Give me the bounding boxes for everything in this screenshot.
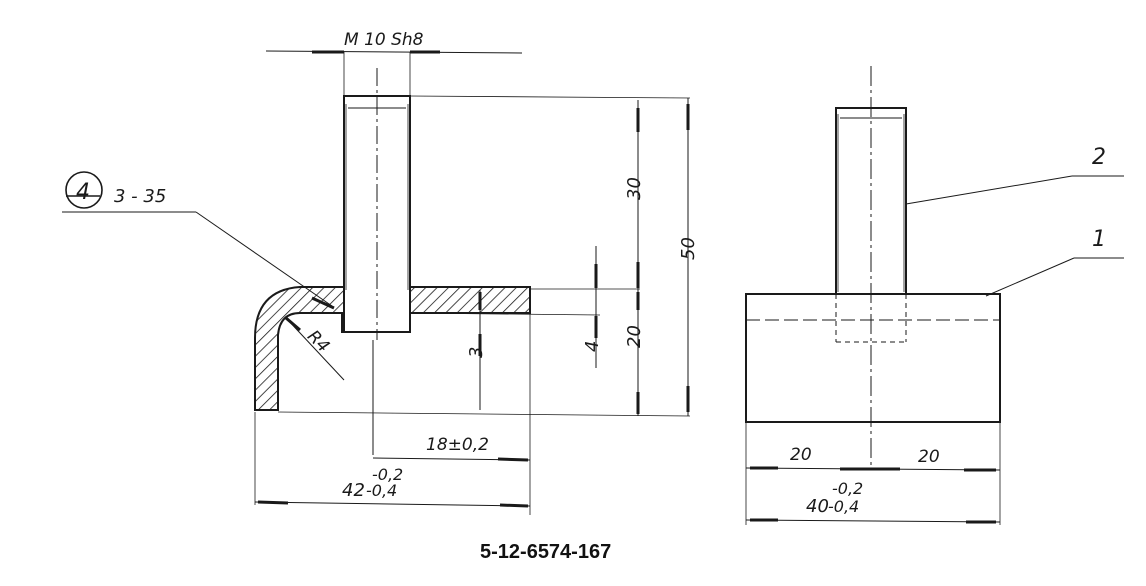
dim-stud-offset: 18±0,2 bbox=[426, 435, 489, 455]
dim-half-width-right: 20 bbox=[918, 447, 940, 467]
dim-tol-upper-left: -0,2 bbox=[372, 465, 403, 484]
section-view: M 10 Sh8 4 3 - 35 R4 30 20 50 bbox=[62, 30, 699, 515]
dim-tol-lower-left: -0,4 bbox=[366, 481, 397, 500]
dim-base-height: 20 bbox=[624, 325, 645, 348]
callout-1: 1 bbox=[1092, 227, 1106, 252]
drawing-number: 5-12-6574-167 bbox=[480, 541, 611, 563]
dim-tol-lower-right: -0,4 bbox=[828, 497, 859, 516]
dim-half-width-left: 20 bbox=[790, 445, 812, 465]
weld-note: 3 - 35 bbox=[114, 186, 166, 207]
dim-plate-thickness: 3 bbox=[466, 347, 487, 358]
dim-base-width-nominal: 42 bbox=[342, 480, 365, 501]
dim-tol-upper-right: -0,2 bbox=[832, 479, 863, 498]
weld-symbol-label: 4 bbox=[76, 180, 90, 205]
dim-recess-depth: 4 bbox=[582, 341, 603, 352]
thread-label: M 10 Sh8 bbox=[344, 30, 424, 50]
base-block-right bbox=[745, 293, 1001, 423]
dim-stud-length: 30 bbox=[624, 177, 645, 200]
dim-total-height: 50 bbox=[678, 237, 699, 260]
weld-symbol-circle bbox=[65, 171, 103, 209]
callout-2: 2 bbox=[1092, 145, 1106, 170]
radius-label: R4 bbox=[303, 327, 333, 357]
side-view: 2 1 20 20 40 -0,2 -0,4 bbox=[745, 66, 1124, 525]
dim-side-width-nominal: 40 bbox=[806, 496, 829, 517]
